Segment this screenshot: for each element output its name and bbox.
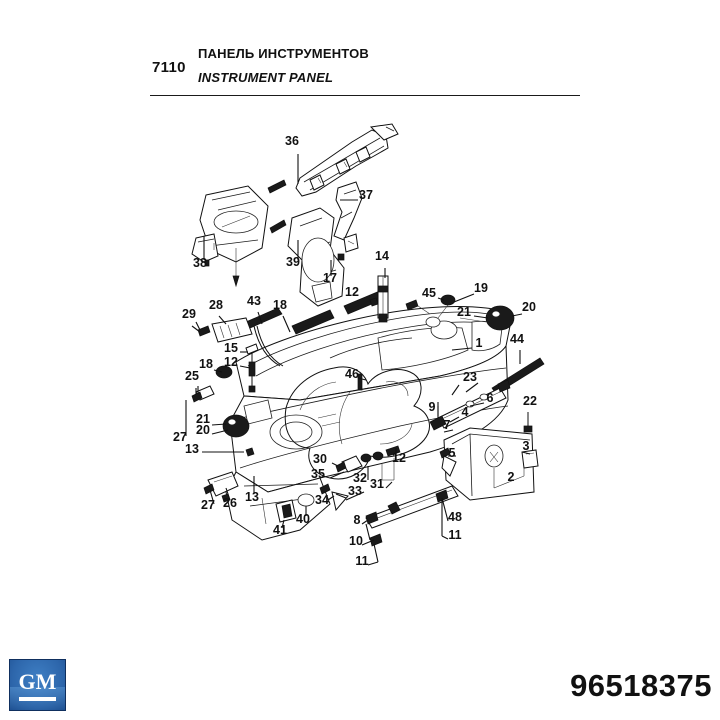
callout-number: 8 [354,513,361,527]
callout-number: 2 [508,470,515,484]
callout-number: 10 [349,534,363,548]
callout-number: 9 [429,400,436,414]
lower-reinforcement-rail [365,485,459,563]
callout-number: 48 [448,510,462,524]
lower-brace-group [429,379,511,431]
callout-number: 18 [199,357,213,371]
callout-number: 32 [353,471,367,485]
callout-number: 1 [476,336,483,350]
callout-number: 30 [313,452,327,466]
callout-leader-lines [185,293,531,566]
callout-number: 21 [196,412,210,426]
instrument-panel-main-body [225,306,511,541]
callout-number: 38 [193,256,207,270]
callout-number: 22 [523,394,537,408]
callout-number: 13 [185,442,199,456]
group-code: 7110 [152,59,186,76]
callout-number: 29 [182,307,196,321]
callout-number: 46 [345,367,359,381]
gm-logo-underline [19,697,56,701]
callout-number: 31 [370,477,384,491]
decorative-trim-strips [245,289,387,367]
callout-number: 20 [196,423,210,437]
callout-number: 40 [296,512,310,526]
part-number: 96518375 [570,668,712,703]
callout-number: 27 [173,430,187,444]
header-divider [150,95,580,96]
callout-number: 41 [273,523,287,537]
callout-number: 34 [315,493,329,507]
callout-number: 37 [359,188,373,202]
callout-number: 12 [345,285,359,299]
callout-number: 6 [487,391,494,405]
callout-number: 7 [444,418,451,432]
callout-number: 12 [392,451,406,465]
page-title-russian: ПАНЕЛЬ ИНСТРУМЕНТОВ [198,46,369,61]
callout-number: 12 [224,355,238,369]
callout-number: 33 [348,484,362,498]
callout-number: 13 [245,490,259,504]
callout-number: 19 [474,281,488,295]
callout-number: 28 [209,298,223,312]
callout-number: 14 [375,249,389,263]
callout-number: 20 [522,300,536,314]
page-title-english: INSTRUMENT PANEL [198,70,334,85]
callout-number: 43 [247,294,261,308]
fastener-group-left [191,315,315,523]
callout-number: 5 [449,446,456,460]
callout-number: 25 [185,369,199,383]
callout-number: 3 [523,439,530,453]
glove-box-assembly [439,412,539,501]
gm-logo-text: GM [18,669,57,694]
callout-number: 39 [286,255,300,269]
callout-number: 18 [273,298,287,312]
callout-number: 15 [224,341,238,355]
callout-number: 36 [285,134,299,148]
left-support-bracket [191,185,269,288]
callout-number: 17 [323,271,337,285]
callout-number: 35 [311,467,325,481]
callout-number: 27 [201,498,215,512]
diagram-header: 7110 ПАНЕЛЬ ИНСТРУМЕНТОВ INSTRUMENT PANE… [0,0,720,110]
center-console-bracket [287,181,363,307]
callout-number: 44 [510,332,524,346]
fastener-group-center [319,445,401,512]
callout-number: 23 [463,370,477,384]
callout-number: 11 [448,528,461,542]
callout-number: 21 [457,305,471,319]
callout-number: 4 [462,405,469,419]
gm-logo: GM [9,659,66,711]
cross-car-beam-assembly [267,123,399,234]
callout-number: 26 [223,496,237,510]
steering-column-rod [369,268,389,323]
callout-number: 11 [355,554,368,568]
callout-number: 45 [422,286,436,300]
